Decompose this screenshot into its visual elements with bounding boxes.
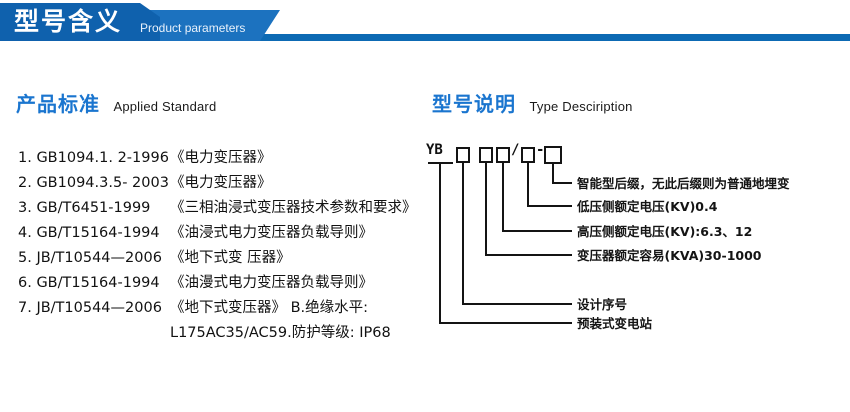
section-title-en: Applied Standard	[113, 99, 217, 114]
section-title-applied-standard: 产品标准 Applied Standard	[16, 88, 216, 117]
standard-list-item: 3. GB/T6451-1999 《三相油浸式变压器技术参数和要求》	[18, 196, 438, 221]
standard-name-continued: L175AC35/AC59.防护等级: IP68	[170, 325, 391, 341]
standard-code: 1. GB1094.1. 2-1996	[18, 150, 169, 166]
section-title-type-description: 型号说明 Type Desciription	[432, 88, 633, 117]
standard-code: 3. GB/T6451-1999	[18, 200, 151, 216]
standard-code: 4. GB/T15164-1994	[18, 225, 160, 241]
standard-name: 《三相油浸式变压器技术参数和要求》	[170, 200, 417, 216]
type-designation-diagram: YB / - 智能型后缀，无此后缀则为普通地埋变 低压侧额定电压(KV)0.4 …	[420, 140, 850, 350]
diagram-leader-lines	[428, 146, 572, 324]
annotation-hv-voltage: 高压侧额定电压(KV):6.3、12	[577, 224, 753, 239]
applied-standard-list: 1. GB1094.1. 2-1996《电力变压器》2. GB1094.3.5-…	[18, 146, 438, 346]
section-title-cn: 型号说明	[432, 92, 516, 116]
standard-list-item: 7. JB/T10544—2006 《地下式变压器》 B.绝缘水平:	[18, 296, 438, 321]
code-part-dash: -	[536, 142, 545, 158]
standard-list-item: 5. JB/T10544—2006 《地下式变 压器》	[18, 246, 438, 271]
standard-list-item: 1. GB1094.1. 2-1996《电力变压器》	[18, 146, 438, 171]
standard-name: 《地下式变 压器》	[170, 250, 291, 266]
annotation-smart-suffix: 智能型后缀，无此后缀则为普通地埋变	[577, 176, 790, 191]
annotation-design-serial: 设计序号	[577, 297, 628, 312]
section-title-cn: 产品标准	[16, 92, 100, 116]
standard-name: 《电力变压器》	[170, 175, 272, 191]
standard-list-item-continuation: 7. JB/T10544—2006L175AC35/AC59.防护等级: IP6…	[18, 321, 438, 346]
standard-list-item: 6. GB/T15164-1994 《油漫式电力变压器负载导则》	[18, 271, 438, 296]
standard-code: 6. GB/T15164-1994	[18, 275, 160, 291]
standard-code: 2. GB1094.3.5- 2003	[18, 175, 169, 191]
standard-name: 《电力变压器》	[170, 150, 272, 166]
annotation-rated-capacity: 变压器额定容易(KVA)30-1000	[577, 248, 762, 263]
annotation-prefab-substation: 预装式变电站	[577, 316, 653, 331]
header-rule-line	[0, 34, 850, 41]
page-header-banner: 型号含义 Product parameters	[0, 0, 850, 50]
header-title-cn: 型号含义	[14, 7, 123, 36]
annotation-lv-voltage: 低压侧额定电压(KV)0.4	[577, 199, 718, 214]
standard-name: 《地下式变压器》 B.绝缘水平:	[170, 300, 369, 316]
standard-list-item: 4. GB/T15164-1994 《油浸式电力变压器负载导则》	[18, 221, 438, 246]
standard-list-item: 2. GB1094.3.5- 2003《电力变压器》	[18, 171, 438, 196]
header-title-en: Product parameters	[140, 21, 246, 35]
standard-name: 《油浸式电力变压器负载导则》	[170, 225, 373, 241]
standard-code: 7. JB/T10544—2006	[18, 300, 162, 316]
code-part-slash: /	[511, 142, 520, 158]
code-part-yb: YB	[426, 142, 443, 158]
section-title-en: Type Desciription	[529, 99, 633, 114]
standard-code: 5. JB/T10544—2006	[18, 250, 162, 266]
standard-name: 《油漫式电力变压器负载导则》	[170, 275, 373, 291]
header-primary-shape	[0, 3, 160, 41]
